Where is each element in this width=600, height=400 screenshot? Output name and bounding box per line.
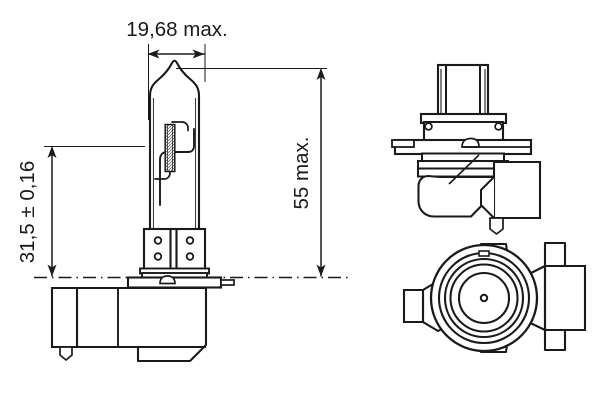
- metal-base-block: [142, 227, 207, 271]
- side-plug-latch: [489, 217, 504, 235]
- height-dimension-label: 55 max.: [290, 137, 313, 210]
- side-rivet-left: [424, 122, 433, 131]
- dimension-filament-position: 31,5 ± 0,16: [16, 146, 145, 277]
- connector-end-cap: [50, 286, 79, 349]
- base-side-tab-left: [402, 288, 425, 324]
- side-rivet-right: [494, 122, 503, 131]
- connector-housing: [75, 286, 208, 363]
- side-elevation-view: [391, 63, 542, 235]
- side-connector-plug: [492, 160, 542, 220]
- flange-side-tab: [220, 279, 235, 286]
- base-hole-bottom-right: [185, 252, 195, 261]
- connector-latch-nub: [59, 346, 73, 361]
- filament: [164, 123, 176, 173]
- base-hole-top-left: [153, 236, 163, 245]
- flange-locating-key: [159, 275, 176, 285]
- dimension-height-max: 55 max.: [176, 68, 327, 277]
- front-elevation-view: [50, 59, 235, 363]
- side-flange-wing-left: [391, 139, 415, 148]
- glass-stem-press: [159, 128, 195, 206]
- filament-lead-wire-lower: [154, 169, 171, 180]
- base-key-notch: [478, 250, 490, 257]
- base-hole-top-right: [185, 236, 195, 245]
- filament-dimension-label: 31,5 ± 0,16: [16, 161, 39, 263]
- side-connector-body: [417, 174, 496, 218]
- base-end-view: [402, 241, 587, 354]
- base-centre-pin: [479, 293, 489, 303]
- side-connector-diagonal: [448, 154, 480, 185]
- width-dimension-label: 19,68 max.: [126, 18, 227, 41]
- side-plug-taper: [480, 176, 495, 219]
- filament-lead-wire-upper: [171, 121, 189, 132]
- base-hole-bottom-left: [153, 252, 163, 261]
- base-connector-plug: [543, 264, 587, 332]
- dimension-width-max: 19,68 max.: [126, 18, 228, 120]
- side-flange-key: [461, 137, 480, 148]
